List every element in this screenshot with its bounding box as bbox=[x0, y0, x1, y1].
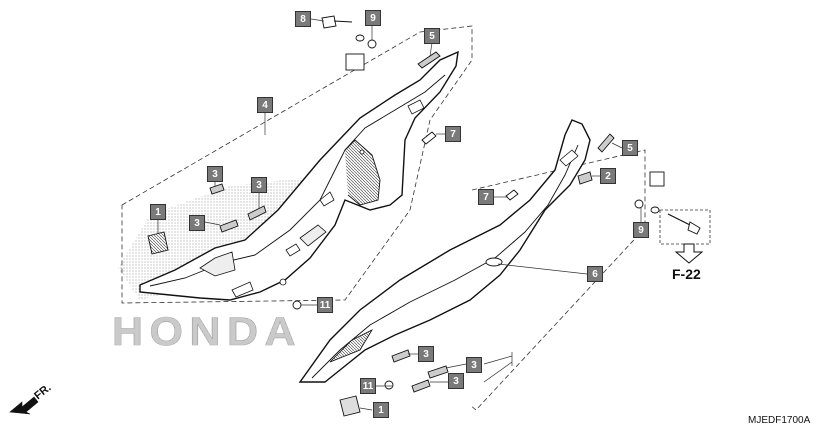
left-side-cover bbox=[139, 50, 459, 301]
callout-9: 9 bbox=[633, 222, 649, 238]
callout-3: 3 bbox=[466, 357, 482, 373]
group-outline-right bbox=[469, 149, 646, 411]
callout-3: 3 bbox=[207, 166, 223, 182]
watermark-text: HONDA bbox=[112, 310, 302, 354]
callout-1: 1 bbox=[373, 402, 389, 418]
dotted-region bbox=[118, 175, 330, 300]
callout-3: 3 bbox=[251, 177, 267, 193]
bolt-group-box bbox=[659, 209, 711, 245]
reference-page-label: F-22 bbox=[672, 266, 701, 282]
drawing-code: MJEDF1700A bbox=[748, 415, 811, 426]
small-parts bbox=[147, 15, 701, 417]
callout-7: 7 bbox=[478, 189, 494, 205]
callout-11: 11 bbox=[360, 378, 376, 394]
callout-9: 9 bbox=[365, 10, 381, 26]
callout-3: 3 bbox=[448, 373, 464, 389]
callout-1: 1 bbox=[150, 204, 166, 220]
callout-11: 11 bbox=[317, 297, 333, 313]
callout-5: 5 bbox=[424, 28, 440, 44]
fr-direction-arrow bbox=[9, 396, 39, 415]
ref-arrow bbox=[674, 243, 704, 264]
honda-watermark: HONDA bbox=[112, 310, 302, 355]
leader-lines bbox=[157, 18, 642, 411]
callout-7: 7 bbox=[445, 126, 461, 142]
callout-3: 3 bbox=[418, 346, 434, 362]
callout-6: 6 bbox=[587, 266, 603, 282]
callout-4: 4 bbox=[257, 97, 273, 113]
callout-2: 2 bbox=[600, 168, 616, 184]
callout-3: 3 bbox=[189, 215, 205, 231]
callout-8: 8 bbox=[295, 11, 311, 27]
callout-5: 5 bbox=[622, 140, 638, 156]
